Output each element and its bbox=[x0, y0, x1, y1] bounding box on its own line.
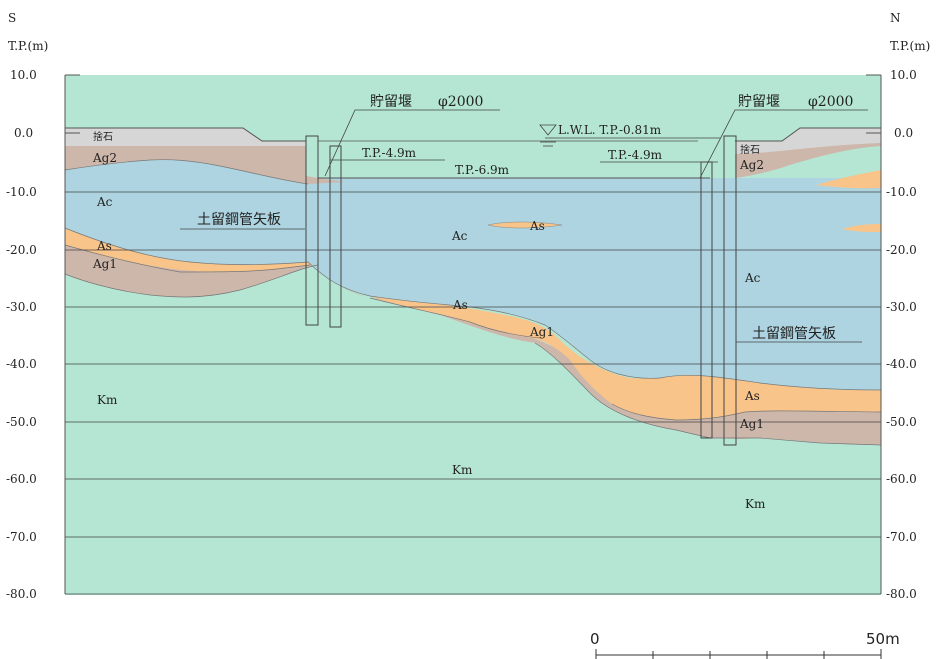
tick-left: -80.0 bbox=[6, 587, 37, 601]
tick-right: -30.0 bbox=[886, 300, 917, 314]
tick-right: -20.0 bbox=[886, 243, 917, 257]
unit-right: T.P.(m) bbox=[890, 39, 930, 53]
sheet-pile-right bbox=[723, 135, 737, 446]
tick-left: -40.0 bbox=[6, 357, 37, 371]
tick-left: 0.0 bbox=[14, 126, 33, 140]
layer-ag2-left bbox=[65, 146, 345, 184]
layer-fill-right bbox=[735, 128, 881, 154]
label-ag1-left: Ag1 bbox=[92, 257, 117, 271]
leader-lines bbox=[180, 109, 868, 343]
scale-start-label: 0 bbox=[590, 630, 600, 648]
piles bbox=[305, 135, 737, 446]
layer-fill-left bbox=[65, 128, 306, 146]
lens-as-right-upper bbox=[816, 170, 881, 189]
label-km-center: Km bbox=[452, 463, 473, 477]
label-weir-right: 貯留堰 bbox=[738, 94, 780, 110]
tick-left: 10.0 bbox=[10, 68, 37, 82]
scale-end-label: 50m bbox=[866, 630, 900, 648]
label-tp-center: T.P.-6.9m bbox=[455, 163, 510, 177]
label-as-center: As bbox=[452, 298, 468, 312]
lens-as-center bbox=[487, 221, 563, 229]
label-ac-right: Ac bbox=[744, 271, 761, 285]
label-ag1-center: Ag1 bbox=[529, 325, 554, 339]
label-tp-right: T.P.-4.9m bbox=[608, 148, 663, 162]
tick-right: -50.0 bbox=[886, 415, 917, 429]
tick-right: -80.0 bbox=[886, 587, 917, 601]
tick-right: -10.0 bbox=[886, 185, 917, 199]
tick-left: -30.0 bbox=[6, 300, 37, 314]
label-as-lens: As bbox=[529, 219, 545, 233]
tick-right: 0.0 bbox=[894, 126, 913, 140]
tick-right: 10.0 bbox=[890, 68, 917, 82]
label-as-right: As bbox=[744, 389, 760, 403]
label-sheet-pile-left: 土留鋼管矢板 bbox=[197, 212, 281, 228]
label-ag1-right: Ag1 bbox=[739, 417, 764, 431]
tick-left: -70.0 bbox=[6, 530, 37, 544]
label-sheet-pile-right: 土留鋼管矢板 bbox=[752, 326, 836, 342]
label-weir-left: 貯留堰 bbox=[370, 94, 412, 110]
boundary-lines bbox=[64, 159, 882, 446]
layer-as bbox=[65, 228, 881, 420]
label-ac-left: Ac bbox=[96, 195, 113, 209]
label-as-left: As bbox=[96, 239, 112, 253]
weir-pipe-left bbox=[329, 145, 342, 328]
tick-right: -70.0 bbox=[886, 530, 917, 544]
tick-left: -50.0 bbox=[6, 415, 37, 429]
layer-ac bbox=[65, 159, 881, 390]
direction-right: N bbox=[890, 11, 901, 25]
label-weir-left-dia: φ2000 bbox=[438, 94, 483, 110]
label-fill-right: 捨石 bbox=[740, 143, 760, 156]
tick-left: -10.0 bbox=[6, 185, 37, 199]
axis-labels-left: 10.0 0.0 -10.0 -20.0 -30.0 -40.0 -50.0 -… bbox=[6, 68, 37, 601]
label-lwl: L.W.L. T.P.-0.81m bbox=[558, 123, 662, 137]
tick-left: -20.0 bbox=[6, 243, 37, 257]
grid-lines bbox=[65, 191, 881, 595]
axis-ticks bbox=[65, 74, 881, 134]
label-km-left: Km bbox=[97, 393, 118, 407]
sheet-pile-left bbox=[305, 135, 319, 326]
label-weir-right-dia: φ2000 bbox=[808, 94, 853, 110]
unit-left: T.P.(m) bbox=[8, 39, 48, 53]
label-ac-center: Ac bbox=[451, 229, 468, 243]
lens-as-right-mid bbox=[842, 224, 881, 232]
ground-outline-right bbox=[735, 127, 881, 142]
axis-labels-right: 10.0 0.0 -10.0 -20.0 -30.0 -40.0 -50.0 -… bbox=[886, 68, 917, 601]
label-ag2-right: Ag2 bbox=[739, 158, 764, 172]
tick-right: -60.0 bbox=[886, 472, 917, 486]
label-fill-left: 捨石 bbox=[93, 130, 113, 143]
label-km-right: Km bbox=[745, 497, 766, 511]
ground-outline bbox=[65, 127, 306, 142]
direction-left: S bbox=[8, 11, 16, 25]
tick-right: -40.0 bbox=[886, 357, 917, 371]
tick-left: -60.0 bbox=[6, 472, 37, 486]
label-tp-left: T.P.-4.9m bbox=[362, 146, 417, 160]
scale-bar bbox=[595, 649, 882, 659]
label-ag2-left: Ag2 bbox=[92, 151, 117, 165]
water-level-symbol bbox=[539, 124, 557, 147]
